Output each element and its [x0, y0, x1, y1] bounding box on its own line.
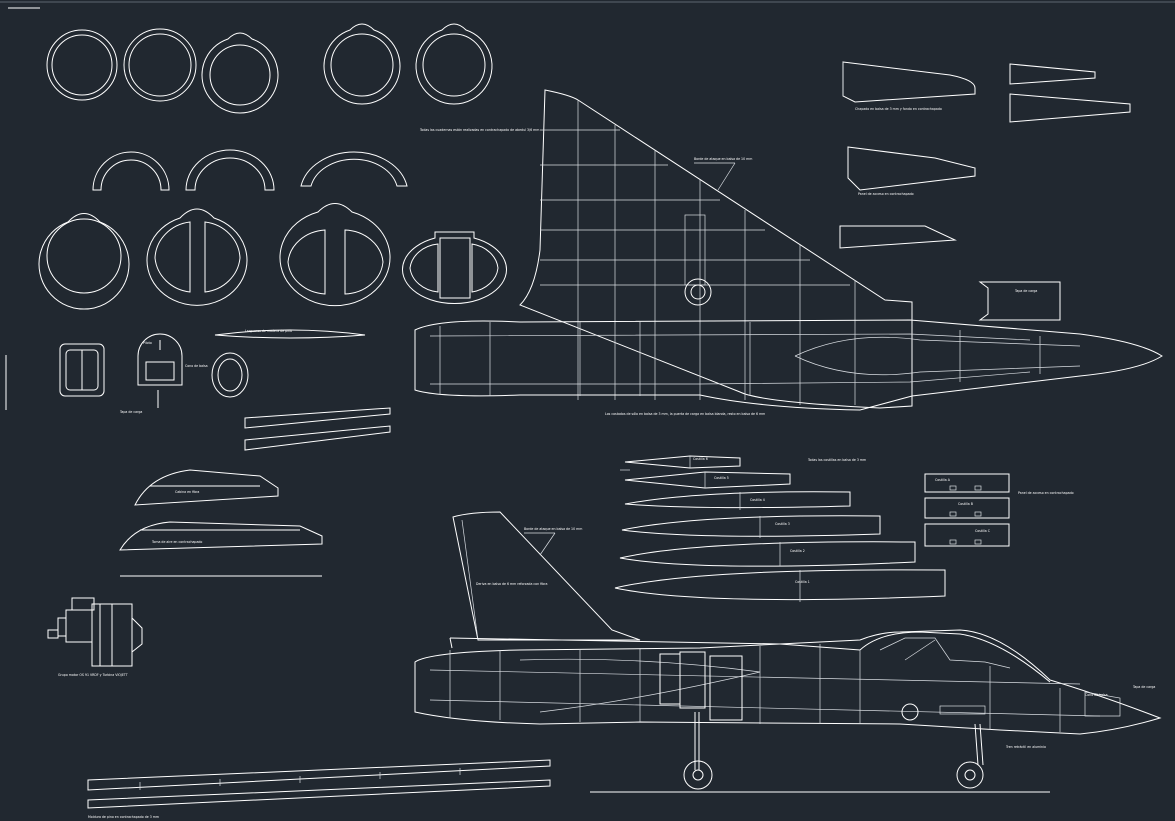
note-wheel: Tren retráctil en aluminio — [1005, 745, 1046, 749]
former-6 — [38, 213, 130, 310]
half-former-1 — [92, 151, 170, 191]
hatch-part-right — [978, 281, 1061, 321]
canopy-ring-part — [211, 352, 249, 398]
former-8 — [279, 203, 391, 307]
label-cockpit: Cabina en fibra — [175, 490, 199, 494]
side-view-fuselage — [414, 629, 1162, 735]
main-landing-gear — [683, 712, 713, 790]
rib-label-5: Costilla 5 — [714, 476, 729, 480]
trim-tab-part — [839, 225, 957, 249]
note-fuselage-top: Los costados de sólo en balsa de 3 mm, l… — [605, 412, 765, 416]
top-view-fuselage — [414, 319, 1163, 411]
label-bottom-strip: Moldura de pino en contrachapado de 3 mm — [88, 815, 159, 819]
longeron-strips — [87, 759, 551, 809]
label-spar: Largueros de madera de pino — [245, 329, 292, 333]
intake-former-part — [137, 333, 183, 408]
note-nose: Cono de balsa — [1085, 693, 1108, 697]
note-formers: Todas las cuadernas están realizadas en … — [419, 128, 539, 132]
wing-tip-strip — [214, 329, 366, 339]
rib-label-2: Costilla 2 — [790, 549, 805, 553]
engine-unit — [47, 597, 143, 667]
former-7 — [146, 208, 248, 306]
former-4 — [323, 23, 401, 105]
half-former-2 — [185, 149, 275, 191]
elevator-part-2 — [847, 146, 976, 191]
rib-label-1: Costilla 1 — [795, 580, 810, 584]
rib-label-4: Costilla 4 — [750, 498, 765, 502]
former-5 — [415, 23, 493, 105]
note-elevator-2: Panel de acceso en contrachapado — [858, 192, 914, 196]
note-nose-cone: Tapa de carga — [1132, 685, 1155, 689]
label-hatch: Tapa de carga — [119, 410, 142, 414]
former-2 — [123, 28, 197, 102]
note-hatch-right: Tapa de carga — [1014, 289, 1037, 293]
spar-strips — [244, 407, 391, 451]
spar-parts-right — [1009, 63, 1131, 123]
aileron-label-c: Costilla C — [975, 529, 991, 533]
cockpit-frame-part — [59, 343, 105, 397]
label-motor: Grupo motor OS 91 VRDF y Turbina VIOJETT — [58, 673, 128, 677]
former-1 — [46, 29, 118, 101]
rib-label-3: Costilla 3 — [775, 522, 790, 526]
note-aileron: Panel de acceso en contrachapado — [1018, 491, 1074, 495]
rib-label-6: Costilla 6 — [693, 457, 708, 461]
aileron-rib-boxes — [924, 473, 1010, 547]
note-wing-root: Borde de ataque en balsa de 10 mm — [694, 157, 752, 161]
side-view-fin — [452, 511, 641, 641]
note-fin-leading: Borde de ataque en balsa de 10 mm — [524, 527, 582, 531]
half-former-3 — [300, 151, 408, 187]
label-intake: Toma de aire en contrachapado — [151, 540, 202, 544]
label-pilot: Piloto — [143, 341, 152, 345]
aileron-label-a: Costilla A — [935, 478, 951, 482]
rib-templates — [614, 455, 946, 602]
canopy-side-2 — [119, 521, 323, 551]
note-fin: Deriva en balsa de 6 mm reforzada con fi… — [476, 582, 547, 586]
note-ribs: Todas las costillas en balsa de 3 mm — [807, 458, 866, 462]
canopy-side-1 — [134, 469, 279, 506]
former-9 — [402, 231, 507, 305]
elevator-part-1 — [842, 61, 976, 103]
note-elevator: Chapado en balsa de 3 mm y fondo en cont… — [855, 107, 942, 111]
top-view-wing — [519, 89, 913, 409]
aileron-label-b: Costilla B — [958, 502, 973, 506]
label-nose: Cono de balsa — [185, 364, 208, 368]
nose-landing-gear — [956, 723, 984, 789]
former-3 — [201, 32, 279, 114]
